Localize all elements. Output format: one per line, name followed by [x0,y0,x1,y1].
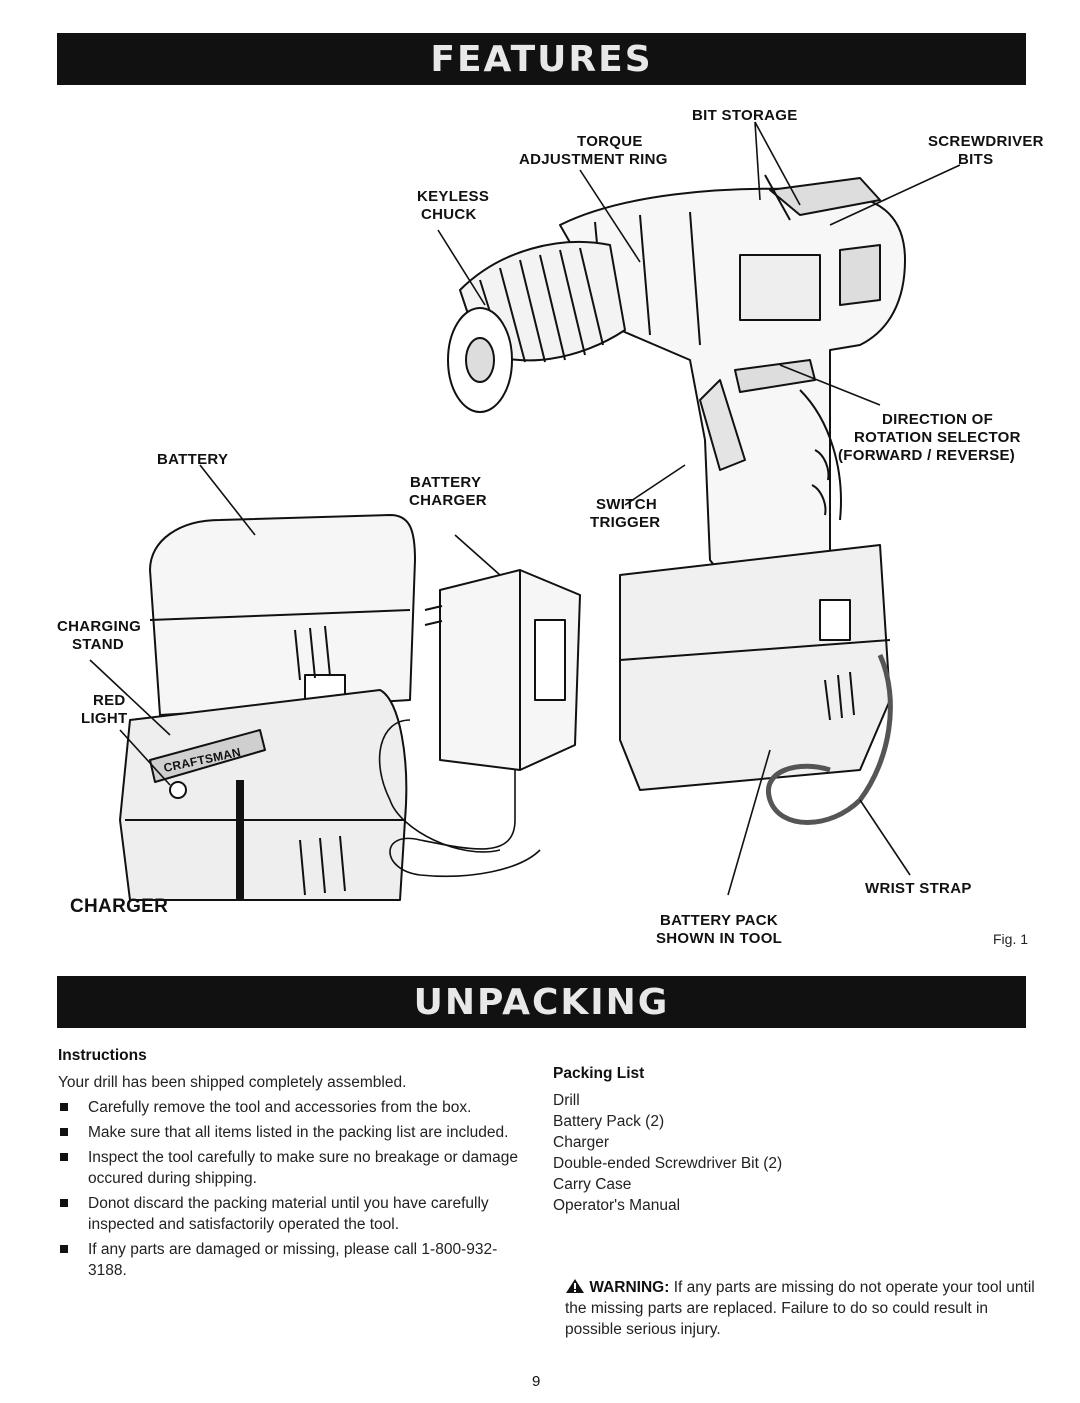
label-battery-charger-line1: BATTERY [410,474,482,491]
list-item: Carry Case [553,1176,632,1193]
label-battery-pack-line1: BATTERY PACK [660,912,779,929]
label-red-line2: LIGHT [81,710,128,727]
instructions-list: Carefully remove the tool and accessorie… [58,1097,520,1281]
instructions-section: Instructions Your drill has been shipped… [58,1045,520,1281]
warning-triangle-icon [566,1279,584,1293]
drill-illustration [89,121,961,901]
label-battery-pack-line2: SHOWN IN TOOL [656,930,783,947]
label-direction-line2: ROTATION SELECTOR [854,429,1021,446]
label-direction-line3: (FORWARD / REVERSE) [838,447,1016,464]
list-item: Inspect the tool carefully to make sure … [58,1147,520,1189]
unpacking-title: UNPACKING [413,981,670,1023]
warning-block: WARNING: If any parts are missing do not… [565,1277,1035,1340]
label-red-line1: RED [93,692,126,709]
features-banner: FEATURES [57,33,1026,85]
label-bit-storage: BIT STORAGE [692,107,798,124]
label-charger: CHARGER [70,896,169,917]
list-item: Charger [553,1134,609,1151]
instructions-heading: Instructions [58,1047,147,1064]
label-screwdriver-line1: SCREWDRIVER [928,133,1044,150]
label-switch-line2: TRIGGER [590,514,661,531]
label-charging-line1: CHARGING [57,618,142,635]
page-number: 9 [532,1373,541,1390]
label-switch-line1: SWITCH [596,496,657,513]
packing-list-section: Packing List Drill Battery Pack (2) Char… [553,1063,993,1216]
label-direction-line1: DIRECTION OF [882,411,994,428]
list-item: Make sure that all items listed in the p… [58,1122,520,1143]
label-charging-line2: STAND [72,636,125,653]
label-torque-line1: TORQUE [577,133,643,150]
instructions-intro: Your drill has been shipped completely a… [58,1074,407,1091]
list-item: Donot discard the packing material until… [58,1193,520,1235]
features-title: FEATURES [430,38,653,80]
list-item: Double-ended Screwdriver Bit (2) [553,1155,783,1172]
list-item: Operator's Manual [553,1197,681,1214]
list-item: Carefully remove the tool and accessorie… [58,1097,520,1118]
label-battery-charger-line2: CHARGER [409,492,487,509]
warning-label: WARNING: [589,1279,670,1296]
list-item: If any parts are damaged or missing, ple… [58,1239,520,1281]
label-wrist-strap: WRIST STRAP [865,880,972,897]
label-keyless-line1: KEYLESS [417,188,490,205]
label-screwdriver-line2: BITS [958,151,994,168]
label-keyless-line2: CHUCK [421,206,477,223]
list-item: Drill [553,1092,580,1109]
figure-caption: Fig. 1 [993,931,1029,947]
unpacking-banner: UNPACKING [57,976,1026,1028]
list-item: Battery Pack (2) [553,1113,665,1130]
label-battery: BATTERY [157,451,229,468]
warning-text: If any parts are missing do not operate … [565,1279,1035,1338]
label-torque-line2: ADJUSTMENT RING [519,151,668,168]
packing-list-heading: Packing List [553,1065,645,1082]
